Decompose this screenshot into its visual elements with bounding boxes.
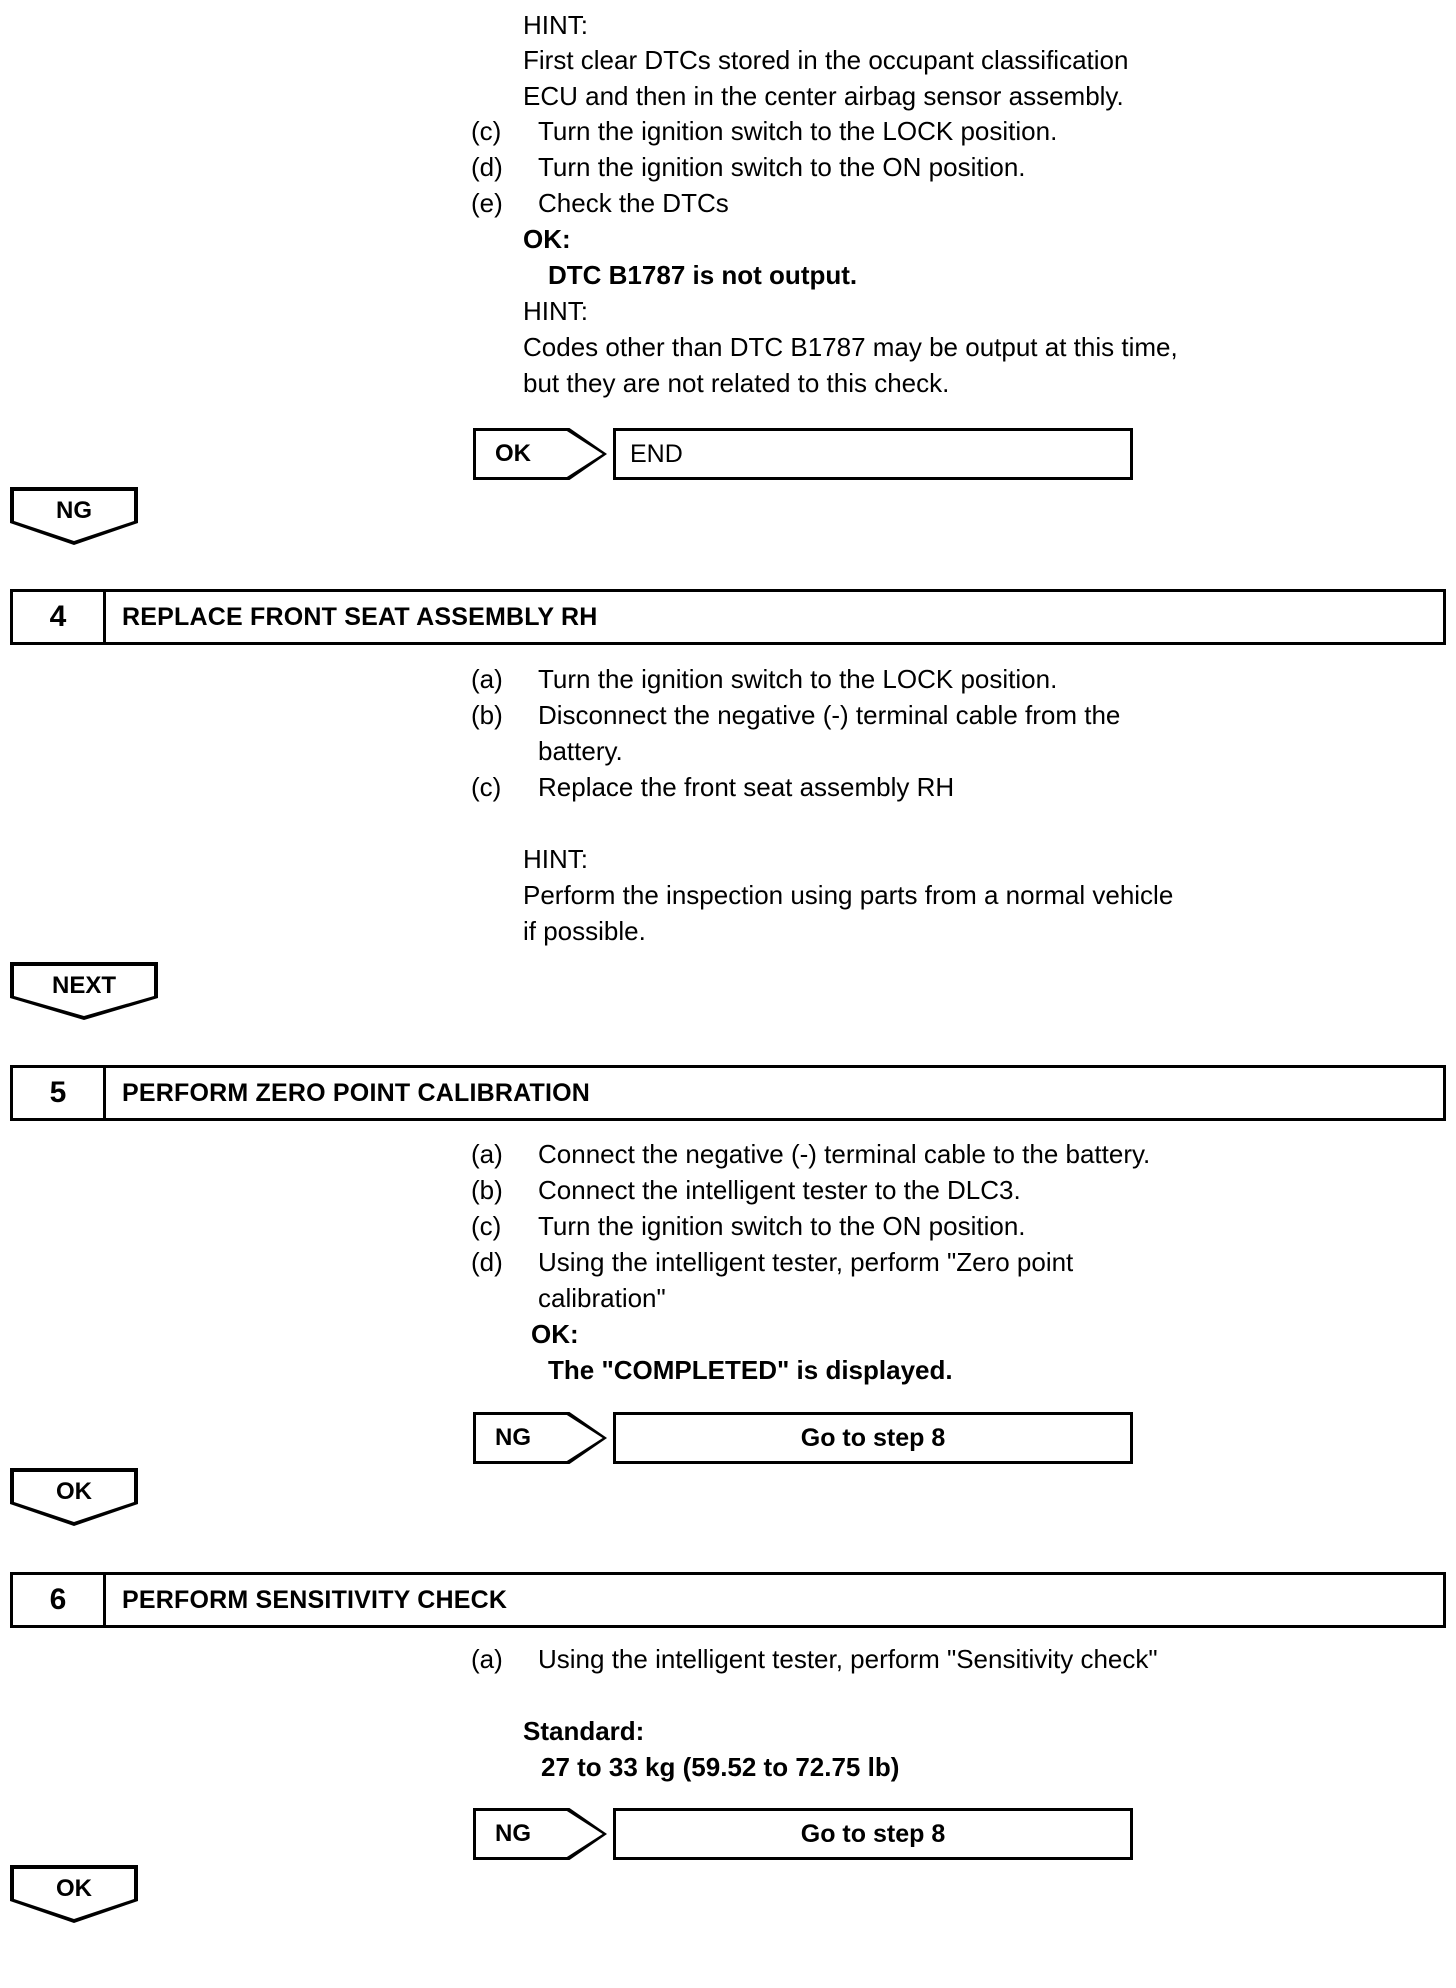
step6-item-a-text: Using the intelligent tester, perform "S… [538, 1644, 1158, 1674]
step6-item-a: (a) Using the intelligent tester, perfor… [471, 1642, 1158, 1678]
step-header-6: 6 PERFORM SENSITIVITY CHECK [10, 1572, 1446, 1628]
step5-item-b-text: Connect the intelligent tester to the DL… [538, 1175, 1021, 1205]
result-row-ok-end[interactable]: OK END [473, 428, 1133, 480]
step5-item-b-marker: (b) [471, 1175, 503, 1205]
top-hint2-line-2: but they are not related to this check. [523, 368, 950, 398]
result-tag-ng-1-label: NG [495, 1424, 531, 1451]
step-header-5-number: 5 [13, 1068, 106, 1118]
top-item-e-text: Check the DTCs [538, 188, 729, 218]
step4-item-c-marker: (c) [471, 772, 502, 802]
step4-item-a: (a) Turn the ignition switch to the LOCK… [471, 662, 1131, 698]
result-tag-ng-2: NG [473, 1808, 607, 1860]
result-row-ng-step8-a[interactable]: NG Go to step 8 [473, 1412, 1133, 1464]
result-target-step8-b[interactable]: Go to step 8 [613, 1808, 1133, 1860]
step-header-4-number: 4 [13, 592, 106, 642]
step5-item-c: (c) Turn the ignition switch to the ON p… [471, 1209, 1131, 1245]
step4-hint-label: HINT: [523, 844, 588, 874]
step5-item-c-text: Turn the ignition switch to the ON posit… [538, 1211, 1026, 1241]
top-item-c-marker: (c) [471, 116, 502, 146]
top-hint2-line-1: Codes other than DTC B1787 may be output… [523, 332, 1178, 362]
step5-item-b: (b) Connect the intelligent tester to th… [471, 1173, 1131, 1209]
step5-ok-value: The "COMPLETED" is displayed. [548, 1355, 953, 1385]
step5-item-c-marker: (c) [471, 1211, 502, 1241]
result-target-end-label: END [630, 439, 683, 468]
result-target-end[interactable]: END [613, 428, 1133, 480]
top-hint-line-1: First clear DTCs stored in the occupant … [523, 45, 1129, 75]
top-item-c-text: Turn the ignition switch to the LOCK pos… [538, 116, 1058, 146]
top-ok-value: DTC B1787 is not output. [548, 260, 858, 290]
step5-item-a-text: Connect the negative (-) terminal cable … [538, 1139, 1151, 1169]
result-target-step8-a[interactable]: Go to step 8 [613, 1412, 1133, 1464]
top-hint-label: HINT: [523, 10, 588, 40]
step-header-6-title: PERFORM SENSITIVITY CHECK [122, 1585, 508, 1614]
step-header-4-title: REPLACE FRONT SEAT ASSEMBLY RH [122, 602, 598, 631]
step4-item-c-text: Replace the front seat assembly RH [538, 772, 955, 802]
top-hint-line-2: ECU and then in the center airbag sensor… [523, 81, 1124, 111]
step4-item-b-cont: battery. [538, 736, 623, 766]
step-header-4: 4 REPLACE FRONT SEAT ASSEMBLY RH [10, 589, 1446, 645]
flow-tab-ok-1-label: OK [56, 1478, 92, 1505]
flow-tab-ng-1-label: NG [56, 497, 92, 524]
step-header-5-title: PERFORM ZERO POINT CALIBRATION [122, 1078, 591, 1107]
step4-item-b-text: Disconnect the negative (-) terminal cab… [538, 700, 1121, 730]
step4-item-c: (c) Replace the front seat assembly RH [471, 770, 1131, 806]
step4-hint-line-2: if possible. [523, 916, 646, 946]
top-item-d: (d) Turn the ignition switch to the ON p… [471, 150, 1131, 186]
result-tag-ok: OK [473, 428, 607, 480]
top-item-d-marker: (d) [471, 152, 503, 182]
step6-standard-value: 27 to 33 kg (59.52 to 72.75 lb) [541, 1752, 900, 1782]
step4-item-b-marker: (b) [471, 700, 503, 730]
step5-item-d-text: Using the intelligent tester, perform "Z… [538, 1247, 1074, 1277]
result-tag-ok-label: OK [495, 440, 531, 467]
top-item-d-text: Turn the ignition switch to the ON posit… [538, 152, 1026, 182]
step4-item-a-text: Turn the ignition switch to the LOCK pos… [538, 664, 1058, 694]
top-item-c: (c) Turn the ignition switch to the LOCK… [471, 114, 1131, 150]
step-header-6-number: 6 [13, 1575, 106, 1625]
step4-item-b: (b) Disconnect the negative (-) terminal… [471, 698, 1131, 734]
step4-item-a-marker: (a) [471, 664, 503, 694]
step5-item-d: (d) Using the intelligent tester, perfor… [471, 1245, 1131, 1281]
step5-ok-label: OK: [531, 1319, 579, 1349]
step5-item-d-marker: (d) [471, 1247, 503, 1277]
step4-hint-line-1: Perform the inspection using parts from … [523, 880, 1174, 910]
flow-tab-next: NEXT [10, 962, 158, 1020]
top-item-e: (e) Check the DTCs [471, 186, 1131, 222]
top-item-e-marker: (e) [471, 188, 503, 218]
step5-item-a: (a) Connect the negative (-) terminal ca… [471, 1137, 1150, 1173]
flow-tab-ok-2: OK [10, 1865, 138, 1923]
flow-tab-ok-1: OK [10, 1468, 138, 1526]
top-ok-label: OK: [523, 224, 571, 254]
step6-standard-label: Standard: [523, 1716, 645, 1746]
step-header-5: 5 PERFORM ZERO POINT CALIBRATION [10, 1065, 1446, 1121]
result-target-step8-b-label: Go to step 8 [800, 1819, 946, 1848]
step5-item-a-marker: (a) [471, 1139, 503, 1169]
top-hint2-label: HINT: [523, 296, 588, 326]
flow-tab-ng-1: NG [10, 487, 138, 545]
result-row-ng-step8-b[interactable]: NG Go to step 8 [473, 1808, 1133, 1860]
result-tag-ng-2-label: NG [495, 1820, 531, 1847]
flow-tab-next-label: NEXT [51, 972, 116, 999]
result-target-step8-a-label: Go to step 8 [800, 1423, 946, 1452]
step6-item-a-marker: (a) [471, 1644, 503, 1674]
flow-tab-ok-2-label: OK [56, 1875, 92, 1902]
result-tag-ng-1: NG [473, 1412, 607, 1464]
step5-item-d-cont: calibration" [538, 1283, 666, 1313]
